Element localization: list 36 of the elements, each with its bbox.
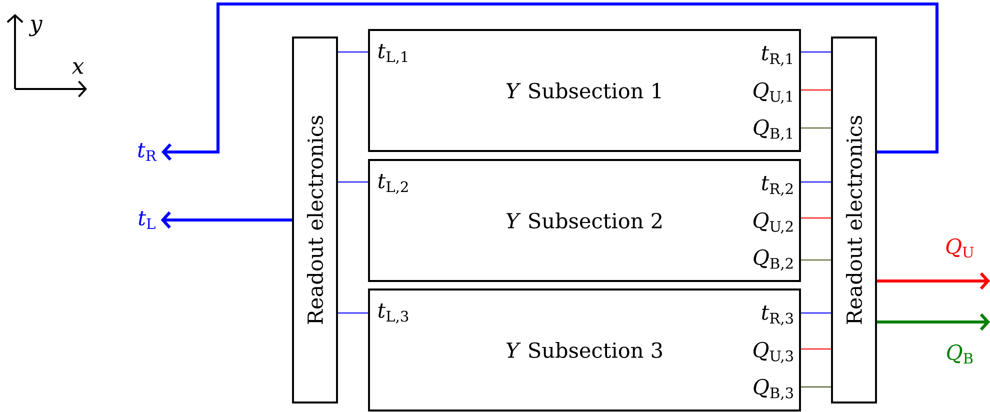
arrow (160, 211, 292, 229)
port-label: t$_{L,2}$ (378, 174, 408, 194)
port-label: Q$_{B,2}$ (754, 249, 793, 271)
connector-line (338, 312, 368, 314)
connector-line (338, 51, 368, 53)
port-label: Q$_{U,3}$ (753, 342, 793, 364)
connector-line (800, 386, 832, 388)
port-label: Q$_{U,2}$ (753, 212, 793, 234)
edge-label: Q$_{B}$ (944, 343, 976, 365)
port-label: Q$_{B,3}$ (754, 378, 793, 400)
port-label: t$_{R,3}$ (762, 306, 793, 326)
port-label: t$_{L,3}$ (378, 304, 408, 324)
axis-label: x (72, 62, 84, 74)
port-label: t$_{R,2}$ (762, 176, 793, 196)
arrow (876, 272, 990, 290)
connector-line (800, 181, 832, 183)
readout-box: Readout electronics (831, 36, 877, 404)
signal-label: t$_{L}$ (138, 211, 156, 229)
connector-line (338, 181, 368, 183)
connector-line (800, 89, 832, 91)
arrow (876, 313, 990, 331)
readout-box: Readout electronics (292, 36, 338, 404)
connector-line (800, 259, 832, 261)
port-label: t$_{R,1}$ (762, 46, 792, 66)
edge-label: Q$_{U}$ (944, 236, 976, 260)
axis-label: y (28, 20, 42, 36)
connector-line (800, 127, 832, 129)
connector-line (800, 348, 832, 350)
connector-line (800, 51, 832, 53)
connector-line (800, 217, 832, 219)
signal-label: t$_{R}$ (138, 143, 157, 161)
port-label: Q$_{U,1}$ (753, 82, 792, 104)
port-label: Q$_{B,1}$ (754, 119, 792, 141)
port-label: t$_{L,1}$ (378, 44, 408, 64)
connector-line (800, 312, 832, 314)
arrow (161, 2, 939, 161)
